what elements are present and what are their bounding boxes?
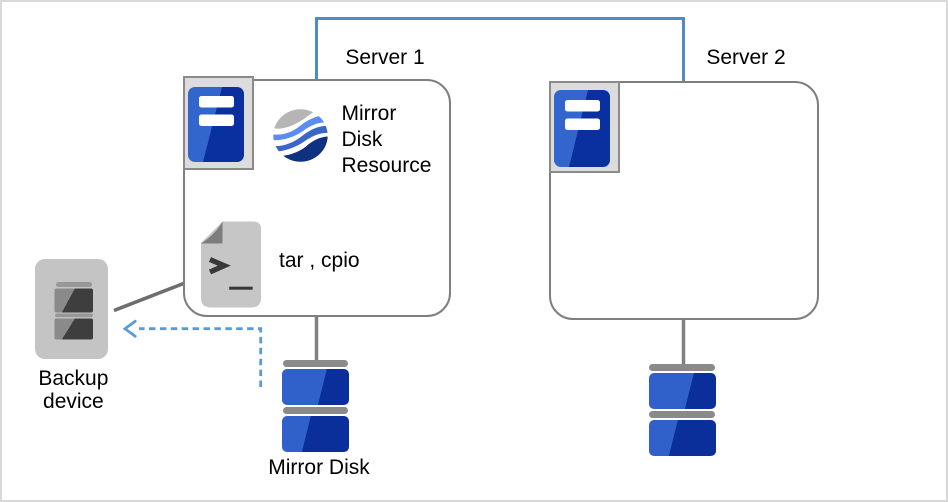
backup-device-line2: device [43,390,104,413]
script-tools-label: tar , cpio [279,249,360,273]
backup-device-icon [35,259,108,359]
backup-device-slot-top [54,288,93,313]
backup-device-line1: Backup [38,367,109,390]
server1-icon-bay-top [199,96,234,108]
disk-backup-dashed-arrow [139,327,263,387]
mirror-disk2-platter-bottom [649,411,715,418]
script-page [201,221,261,308]
sphere-wave-light-blue [273,115,328,141]
script-file-icon [201,221,261,308]
mirror-disk1-top [282,369,349,405]
prompt-underscore-glyph [229,286,253,290]
server1-label: Server 1 [345,45,425,69]
server2-icon [549,81,620,173]
dashed-arrowhead [122,319,137,338]
sphere-clip-group [273,109,328,162]
server2-icon-bay-bottom [565,118,600,130]
server1-icon [183,76,254,170]
mirror-disk2-bottom [649,419,716,456]
server2-label: Server 2 [706,45,786,69]
backup-device-mid-bar [55,313,93,318]
server1-backup-connector [113,279,191,313]
prompt-chevron-glyph [208,257,231,275]
mirror-disk-resource-icon [273,109,328,162]
mirror-disk-label: Mirror Disk [268,455,370,479]
mirror-disk-resource-line1: Mirror [341,101,397,125]
script-page-fold-corner [201,221,223,244]
mirror-disk-resource-line3: Resource [341,153,432,177]
backup-device-slot-bottom [54,318,93,340]
mirror-disk1-platter-top [283,360,348,367]
sphere-wave-mid-blue [273,125,328,152]
server1-server2-connector [315,17,685,90]
mirror-disk1-bottom [282,415,349,452]
backup-device-top-bar [56,282,92,287]
mirror-disk2-top [649,372,716,409]
server2-icon-bay-top [565,100,600,112]
mirror-disk1-platter-bottom [283,407,348,414]
mirror-disk-resource-line2: Disk [341,127,383,151]
mirror-disk2-platter-top [649,364,715,371]
server1-icon-bay-bottom [199,114,234,126]
